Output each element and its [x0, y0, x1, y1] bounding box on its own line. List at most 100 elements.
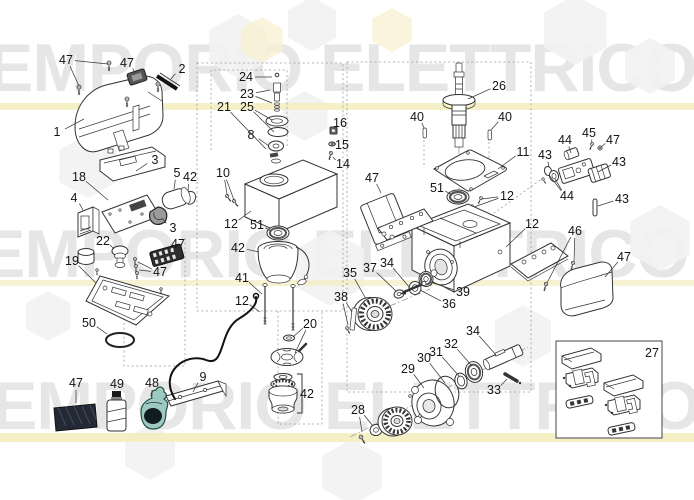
part-oil-tank [224, 159, 339, 233]
leader-line [226, 179, 235, 201]
leader-line [265, 227, 272, 232]
leader-line [294, 330, 307, 354]
leader-line [429, 281, 455, 291]
leader-line [568, 146, 572, 154]
part-top-cover [74, 60, 181, 153]
leader-line [135, 163, 148, 172]
leader-line [392, 267, 411, 289]
bar-part-2 [155, 74, 179, 91]
part-terminal-block [149, 243, 185, 267]
part-bell-housing [257, 241, 310, 286]
leader-line [224, 179, 228, 195]
hexagon-decoration [630, 205, 690, 271]
leader-line [346, 302, 353, 313]
part-output-shaft [442, 62, 476, 148]
leader-line [421, 122, 425, 129]
leader-line [230, 111, 267, 150]
leader-line [69, 66, 80, 87]
part-release-bar [165, 292, 260, 407]
leader-line [192, 382, 199, 393]
leader-line [248, 282, 263, 295]
leader-line [429, 363, 446, 384]
leader-line [187, 183, 190, 192]
part-grease-tub [140, 386, 169, 430]
leader-line [255, 96, 273, 104]
leader-line [79, 203, 84, 211]
leader-line [254, 109, 273, 121]
leader-line [258, 138, 270, 147]
leader-line [354, 278, 367, 300]
leader-line [363, 414, 374, 427]
part-bearing-51b [446, 189, 470, 205]
leader-line [554, 178, 563, 191]
leader-line [376, 272, 397, 292]
leader-line [444, 190, 453, 196]
leader-line [473, 197, 499, 208]
highlight-band [0, 433, 694, 442]
leader-line [110, 244, 115, 250]
part-mounting-plate-46 [510, 242, 576, 292]
part-chassis-cover [99, 145, 166, 182]
hexagon-decoration [372, 8, 412, 52]
leader-line [85, 181, 109, 201]
part-key-38 [344, 307, 357, 335]
leader-line [173, 179, 176, 190]
leader-line [456, 348, 473, 367]
leader-line [413, 374, 425, 389]
release-cable [168, 296, 258, 400]
leader-line [255, 89, 271, 94]
bracket-42 [297, 373, 303, 414]
part-cap-cup [77, 248, 95, 265]
hexagon-decoration [25, 291, 71, 341]
part-pinion-42 [268, 373, 303, 414]
leader-line [78, 265, 97, 284]
leader-line [490, 121, 499, 131]
leader-line [64, 118, 85, 130]
highlight-band [0, 103, 694, 110]
part-bearing-51 [266, 225, 290, 241]
leader-line [500, 378, 508, 386]
leader-line [497, 155, 516, 170]
part-worm-gear-35 [352, 297, 393, 331]
capacitor-bracket [187, 191, 197, 205]
rubber-plate [126, 68, 148, 86]
leader-line [74, 60, 109, 65]
part-pin-40 [422, 127, 427, 139]
part-o-ring [105, 332, 135, 348]
part-pin-40 [487, 129, 492, 141]
leader-line [600, 143, 606, 148]
leader-line [132, 68, 136, 74]
leader-line [548, 174, 562, 191]
part-oil-bottle [106, 391, 127, 432]
leader-line [246, 248, 260, 253]
part-bracket-plate [377, 208, 434, 241]
leader-line [169, 248, 172, 251]
leader-line [597, 164, 612, 173]
part-gearbox-body [410, 203, 512, 293]
leader-line [96, 326, 108, 335]
leader-line [546, 236, 572, 284]
part-switch [77, 206, 100, 238]
leader-line [441, 356, 460, 377]
leader-line [419, 289, 442, 302]
leader-line [597, 200, 614, 207]
leader-line [253, 111, 275, 133]
part-gear-cluster [357, 344, 524, 446]
part-foam-pad [53, 403, 98, 432]
leader-line [505, 228, 526, 248]
leader-line [161, 217, 167, 224]
leader-line [573, 237, 576, 263]
part-base-plate [85, 268, 171, 326]
inset-box-27 [555, 340, 663, 439]
part-small-hardware [326, 126, 338, 161]
leader-line [547, 161, 550, 168]
leader-line [137, 261, 152, 270]
leader-line [359, 416, 363, 433]
part-long-screws [262, 283, 296, 331]
inset-assembly [603, 374, 644, 436]
part-gasket-plate [433, 149, 507, 192]
leader-line [467, 88, 491, 100]
